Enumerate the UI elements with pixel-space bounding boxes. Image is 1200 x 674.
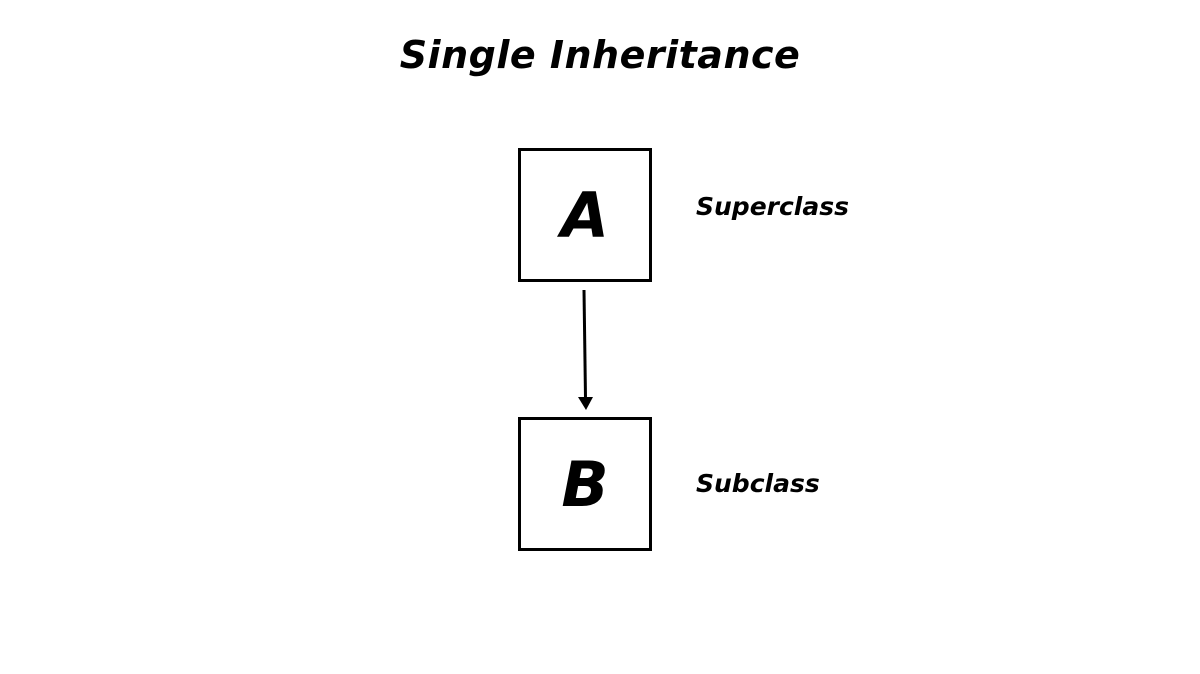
class-letter-b: B	[561, 447, 609, 521]
superclass-label: Superclass	[696, 192, 850, 221]
class-box-b: B	[518, 417, 652, 551]
class-letter-a: A	[561, 178, 609, 252]
subclass-label: Subclass	[696, 469, 820, 498]
diagram-title: Single Inheritance	[399, 33, 801, 77]
class-box-a: A	[518, 148, 652, 282]
